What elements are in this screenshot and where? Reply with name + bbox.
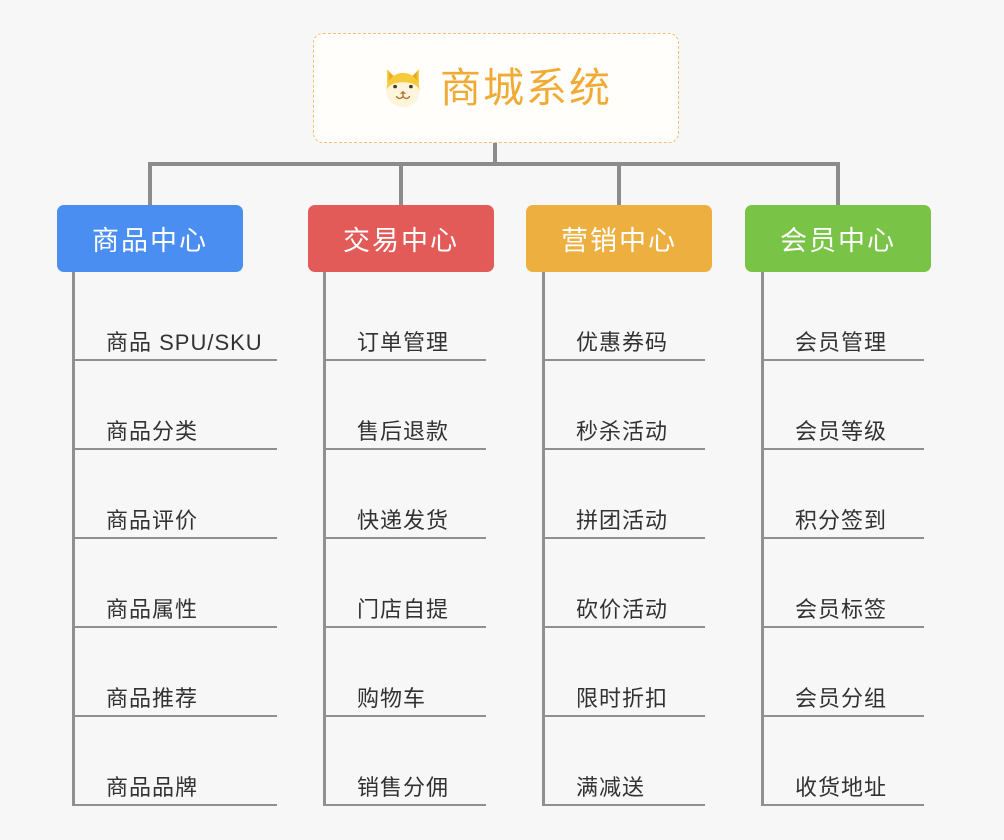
connector-spine-1 <box>72 272 75 806</box>
leaf-node[interactable]: 优惠券码 <box>542 272 705 361</box>
leaf-label: 满减送 <box>576 774 646 800</box>
leaf-node[interactable]: 满减送 <box>542 717 705 806</box>
connector-drop-2 <box>399 162 403 206</box>
leaf-label: 商品品牌 <box>106 774 199 800</box>
leaf-label: 商品 SPU/SKU <box>106 329 263 355</box>
leaf-node[interactable]: 商品属性 <box>72 539 277 628</box>
branch-node-1[interactable]: 商品中心 <box>57 205 243 272</box>
leaf-node[interactable]: 商品评价 <box>72 450 277 539</box>
leaf-node[interactable]: 售后退款 <box>323 361 486 450</box>
leaf-label: 秒杀活动 <box>576 418 669 444</box>
leaf-label: 商品评价 <box>106 507 199 533</box>
connector-root-stem <box>493 143 497 165</box>
shiba-dog-face-icon <box>386 69 420 108</box>
leaf-column-4: 会员管理会员等级积分签到会员标签会员分组收货地址 <box>761 272 924 806</box>
leaf-column-1: 商品 SPU/SKU 商品分类商品评价商品属性商品推荐商品品牌 <box>72 272 277 806</box>
leaf-label: 购物车 <box>357 685 427 711</box>
leaf-label: 商品推荐 <box>106 685 199 711</box>
leaf-label: 收货地址 <box>795 774 888 800</box>
leaf-node[interactable]: 商品 SPU/SKU <box>72 272 277 361</box>
leaf-node[interactable]: 砍价活动 <box>542 539 705 628</box>
leaf-label: 会员管理 <box>795 329 888 355</box>
leaf-label: 订单管理 <box>357 329 450 355</box>
connector-spine-4 <box>761 272 764 806</box>
leaf-node[interactable]: 拼团活动 <box>542 450 705 539</box>
leaf-label: 限时折扣 <box>576 685 669 711</box>
leaf-label: 会员分组 <box>795 685 888 711</box>
leaf-label: 销售分佣 <box>357 774 450 800</box>
connector-drop-1 <box>148 162 152 206</box>
connector-spine-2 <box>323 272 326 806</box>
connector-drop-4 <box>836 162 840 206</box>
leaf-node[interactable]: 订单管理 <box>323 272 486 361</box>
leaf-label: 商品分类 <box>106 418 199 444</box>
root-title: 商城系统 <box>440 64 612 111</box>
branch-node-4[interactable]: 会员中心 <box>745 205 931 272</box>
leaf-node[interactable]: 会员管理 <box>761 272 924 361</box>
leaf-label: 售后退款 <box>357 418 450 444</box>
branch-label: 会员中心 <box>780 226 896 256</box>
connector-horizontal-bus <box>149 162 840 166</box>
leaf-label: 积分签到 <box>795 507 888 533</box>
leaf-node[interactable]: 购物车 <box>323 628 486 717</box>
leaf-node[interactable]: 快递发货 <box>323 450 486 539</box>
leaf-label: 拼团活动 <box>576 507 669 533</box>
leaf-node[interactable]: 商品品牌 <box>72 717 277 806</box>
leaf-node[interactable]: 会员分组 <box>761 628 924 717</box>
leaf-label: 门店自提 <box>357 596 450 622</box>
branch-label: 营销中心 <box>561 226 677 256</box>
leaf-column-3: 优惠券码秒杀活动拼团活动砍价活动限时折扣满减送 <box>542 272 705 806</box>
branch-label: 商品中心 <box>92 226 208 256</box>
leaf-node[interactable]: 积分签到 <box>761 450 924 539</box>
leaf-label: 会员等级 <box>795 418 888 444</box>
leaf-node[interactable]: 门店自提 <box>323 539 486 628</box>
leaf-label: 快递发货 <box>357 507 450 533</box>
root-node-mall-system[interactable]: 商城系统 <box>313 33 679 143</box>
leaf-node[interactable]: 销售分佣 <box>323 717 486 806</box>
connector-drop-3 <box>617 162 621 206</box>
branch-node-3[interactable]: 营销中心 <box>526 205 712 272</box>
leaf-node[interactable]: 收货地址 <box>761 717 924 806</box>
leaf-node[interactable]: 商品推荐 <box>72 628 277 717</box>
leaf-label: 砍价活动 <box>576 596 669 622</box>
leaf-node[interactable]: 限时折扣 <box>542 628 705 717</box>
leaf-node[interactable]: 会员等级 <box>761 361 924 450</box>
leaf-node[interactable]: 会员标签 <box>761 539 924 628</box>
leaf-label: 商品属性 <box>106 596 199 622</box>
branch-label: 交易中心 <box>343 226 459 256</box>
branch-node-2[interactable]: 交易中心 <box>308 205 494 272</box>
leaf-label: 会员标签 <box>795 596 888 622</box>
connector-spine-3 <box>542 272 545 806</box>
leaf-node[interactable]: 商品分类 <box>72 361 277 450</box>
leaf-node[interactable]: 秒杀活动 <box>542 361 705 450</box>
leaf-label: 优惠券码 <box>576 329 669 355</box>
leaf-column-2: 订单管理售后退款快递发货门店自提购物车销售分佣 <box>323 272 486 806</box>
